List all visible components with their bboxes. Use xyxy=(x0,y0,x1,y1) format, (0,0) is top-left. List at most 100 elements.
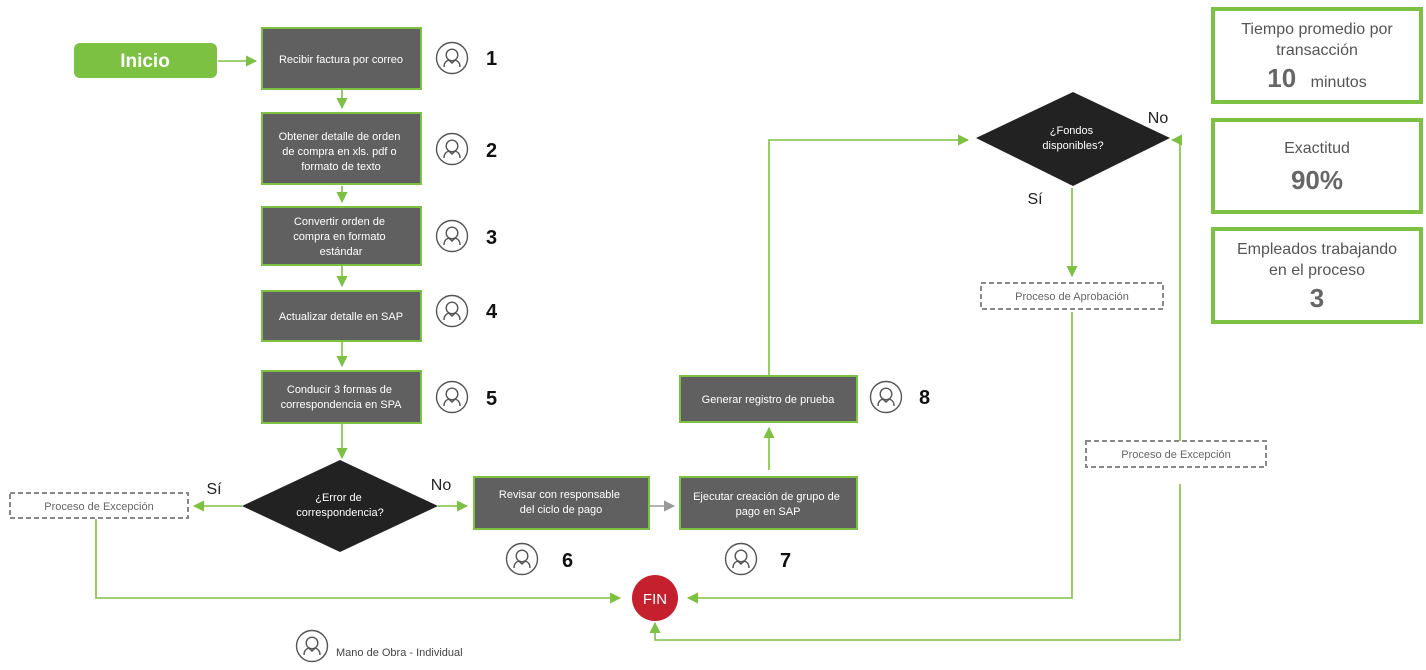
decision-funds-line-1: ¿Fondos xyxy=(1050,125,1094,137)
decision-funds-yes-label: Sí xyxy=(1027,191,1043,208)
step-6-label: Revisar con responsable del ciclo de pag… xyxy=(499,489,623,516)
step-7-marker: 7 xyxy=(724,542,791,576)
step-2-line-1: Obtener detalle de orden xyxy=(279,131,401,143)
metric-time-unit: minutos xyxy=(1310,74,1367,91)
decision-funds-no-label: No xyxy=(1148,110,1169,127)
exception-process-right-label: Proceso de Excepción xyxy=(1121,449,1230,461)
step-2-line-3: formato de texto xyxy=(301,161,381,173)
step-3-marker: 3 xyxy=(435,219,497,253)
step-2-label: Obtener detalle de orden de compra en xl… xyxy=(279,131,404,173)
metric-accuracy-label: Exactitud xyxy=(1284,140,1350,157)
connector-exception2-to-end xyxy=(649,484,1181,641)
step-3-line-3: estándar xyxy=(320,246,363,258)
person-icon xyxy=(869,380,903,414)
person-icon xyxy=(724,542,758,576)
metric-time-value: 10 xyxy=(1267,63,1297,93)
step-3-label: Convertir orden de compra en formato est… xyxy=(293,216,388,258)
step-5-marker: 5 xyxy=(435,380,497,414)
exception-process-right: Proceso de Excepción xyxy=(1085,440,1267,468)
metric-time-card: Tiempo promedio por transacción 10 minut… xyxy=(1211,7,1423,104)
step-6-marker: 6 xyxy=(505,542,573,576)
metric-time-label-line-2: transacción xyxy=(1276,42,1358,59)
step-4-label: Actualizar detalle en SAP xyxy=(279,311,403,323)
step-5-number: 5 xyxy=(486,388,497,410)
step-8-number: 8 xyxy=(919,387,930,409)
person-icon xyxy=(435,219,469,253)
step-1-box: Recibir factura por correo xyxy=(261,27,422,90)
step-5-line-1: Conducir 3 formas de xyxy=(287,384,392,396)
step-2-box: Obtener detalle de orden de compra en xl… xyxy=(261,112,422,185)
metric-employees-value: 3 xyxy=(1309,283,1325,313)
decision-error: ¿Error de correspondencia? xyxy=(242,460,438,552)
approval-process: Proceso de Aprobación xyxy=(980,282,1164,310)
step-6-box: Revisar con responsable del ciclo de pag… xyxy=(473,476,650,530)
decision-error-yes-label: Sí xyxy=(206,481,222,498)
connector-funds-no xyxy=(1170,134,1183,442)
metric-employees-label-line-2: en el proceso xyxy=(1268,262,1366,279)
step-3-number: 3 xyxy=(486,227,497,249)
step-1-marker: 1 xyxy=(435,41,497,75)
person-icon xyxy=(295,629,329,663)
step-3-box: Convertir orden de compra en formato est… xyxy=(261,206,422,266)
metric-time-value-row: 10 minutos xyxy=(1215,63,1419,94)
step-1-number: 1 xyxy=(486,48,497,70)
decision-error-label: ¿Error de correspondencia? xyxy=(296,492,383,519)
person-icon xyxy=(505,542,539,576)
step-6-line-1: Revisar con responsable xyxy=(499,489,620,501)
step-3-line-2: compra en formato xyxy=(293,231,385,243)
step-7-line-1: Ejecutar creación de grupo de xyxy=(693,491,840,503)
connector-approval-to-end xyxy=(686,312,1073,604)
step-6-line-2: del ciclo de pago xyxy=(520,504,603,516)
metric-employees-card: Empleados trabajando en el proceso 3 xyxy=(1211,227,1423,324)
person-icon xyxy=(435,41,469,75)
end-node: FIN xyxy=(632,575,678,621)
step-2-marker: 2 xyxy=(435,132,497,166)
decision-funds-label: ¿Fondos disponibles? xyxy=(1042,125,1103,152)
metric-time-label: Tiempo promedio por transacción xyxy=(1215,19,1419,61)
decision-error-line-1: ¿Error de xyxy=(315,492,361,504)
start-label: Inicio xyxy=(120,51,170,72)
decision-funds: ¿Fondos disponibles? xyxy=(976,92,1170,186)
metric-accuracy-card: Exactitud 90% xyxy=(1211,118,1423,214)
step-7-label: Ejecutar creación de grupo de pago en SA… xyxy=(693,491,843,518)
step-2-line-2: de compra en xls. pdf o xyxy=(282,146,396,158)
step-7-number: 7 xyxy=(780,550,791,572)
connectors xyxy=(95,55,1183,641)
person-icon xyxy=(435,294,469,328)
step-5-label: Conducir 3 formas de correspondencia en … xyxy=(281,384,403,411)
metric-employees-label: Empleados trabajando en el proceso xyxy=(1215,239,1419,281)
connector-exception-to-end xyxy=(95,519,622,604)
legend-label: Mano de Obra - Individual xyxy=(336,647,463,659)
approval-process-label: Proceso de Aprobación xyxy=(1015,291,1129,303)
decision-funds-line-2: disponibles? xyxy=(1042,140,1103,152)
step-8-label: Generar registro de prueba xyxy=(702,394,836,406)
person-icon xyxy=(435,380,469,414)
legend: Mano de Obra - Individual xyxy=(295,629,463,663)
step-7-box: Ejecutar creación de grupo de pago en SA… xyxy=(679,476,858,530)
step-2-number: 2 xyxy=(486,140,497,162)
metric-accuracy-value: 90% xyxy=(1290,165,1344,195)
person-icon xyxy=(435,132,469,166)
metric-time-label-line-1: Tiempo promedio por xyxy=(1241,21,1393,38)
decision-error-line-2: correspondencia? xyxy=(296,507,383,519)
step-1-label: Recibir factura por correo xyxy=(279,54,403,66)
step-3-line-1: Convertir orden de xyxy=(294,216,385,228)
step-6-number: 6 xyxy=(562,550,573,572)
step-4-number: 4 xyxy=(486,301,498,323)
exception-process-left: Proceso de Excepción xyxy=(9,492,189,519)
step-7-line-2: pago en SAP xyxy=(736,506,801,518)
end-label: FIN xyxy=(643,591,667,608)
start-node: Inicio xyxy=(74,43,217,78)
step-8-marker: 8 xyxy=(869,380,930,414)
decision-error-no-label: No xyxy=(431,477,452,494)
exception-process-left-label: Proceso de Excepción xyxy=(44,501,153,513)
metric-employees-label-line-1: Empleados trabajando xyxy=(1236,241,1398,258)
step-5-line-2: correspondencia en SPA xyxy=(281,399,403,411)
step-8-box: Generar registro de prueba xyxy=(679,375,858,423)
step-4-marker: 4 xyxy=(435,294,498,328)
connector-step8-to-funds xyxy=(768,134,970,377)
step-5-box: Conducir 3 formas de correspondencia en … xyxy=(261,370,422,424)
step-4-box: Actualizar detalle en SAP xyxy=(261,290,422,342)
